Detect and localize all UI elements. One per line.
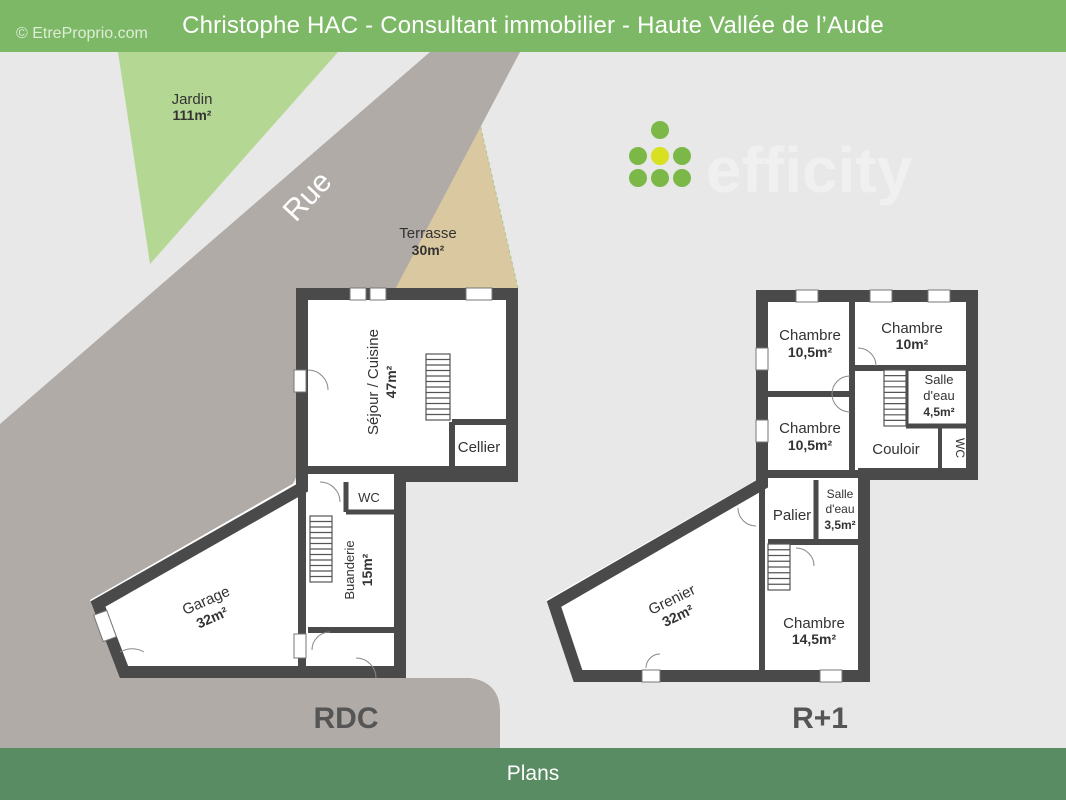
watermark: © EtreProprio.com [16, 25, 148, 42]
rdc-buanderie-name: Buanderie [342, 540, 357, 599]
r1-salle-eau2-name1: Salle [827, 487, 854, 501]
garden-area-label: 111m² [173, 107, 212, 123]
rdc-level-label: RDC [314, 702, 379, 735]
footer-bar: Plans [0, 748, 1066, 800]
terrace-area-label: 30m² [412, 242, 445, 258]
r1-chambre2-area: 10m² [896, 336, 929, 352]
r1-level-label: R+1 [792, 702, 848, 735]
r1-salle-eau2-name2: d'eau [826, 502, 855, 516]
rdc-wc-name: WC [358, 490, 380, 505]
logo-text: efficity [706, 134, 913, 206]
garden-name: Jardin [172, 91, 213, 108]
r1-chambre2-name: Chambre [881, 320, 943, 337]
rdc-plan: Séjour / Cuisine 47m² Cellier WC Buander… [90, 287, 518, 735]
footer-label: Plans [506, 762, 560, 785]
r1-chambre4-name: Chambre [783, 615, 845, 632]
r1-couloir-name: Couloir [872, 441, 920, 458]
rdc-sejour-name: Séjour / Cuisine [365, 329, 382, 435]
header-bar: Christophe HAC - Consultant immobilier -… [0, 0, 1066, 52]
r1-chambre1-name: Chambre [779, 327, 841, 344]
rdc-outer-wall [90, 288, 518, 678]
r1-chambre3-name: Chambre [779, 420, 841, 437]
r1-outer-wall [546, 290, 978, 682]
terrace-name: Terrasse [399, 225, 457, 242]
road-bottom [0, 678, 500, 748]
rdc-cellier-name: Cellier [458, 439, 501, 456]
garden-area [118, 52, 338, 264]
floor-plan: Rue Jardin 111m² Terrasse 30m² efficity [0, 52, 978, 748]
r1-salle-eau1-area: 4,5m² [923, 405, 954, 419]
r1-wc-name: WC [953, 438, 967, 458]
r1-palier-name: Palier [773, 507, 811, 524]
r1-plan: Chambre 10,5m² Chambre 10m² Chambre 10,5… [546, 289, 978, 735]
logo-dots-icon [629, 121, 691, 187]
r1-salle-eau1-name1: Salle [925, 372, 954, 387]
header-title: Christophe HAC - Consultant immobilier -… [182, 12, 884, 39]
r1-salle-eau2-area: 3,5m² [824, 518, 855, 532]
r1-salle-eau1-name2: d'eau [923, 388, 954, 403]
road-area [0, 52, 520, 678]
r1-chambre4-area: 14,5m² [792, 631, 837, 647]
rdc-buanderie-area: 15m² [359, 553, 375, 586]
efficity-logo: efficity [629, 121, 913, 206]
rdc-sejour-area: 47m² [383, 365, 399, 398]
r1-chambre3-area: 10,5m² [788, 437, 833, 453]
r1-chambre1-area: 10,5m² [788, 344, 833, 360]
